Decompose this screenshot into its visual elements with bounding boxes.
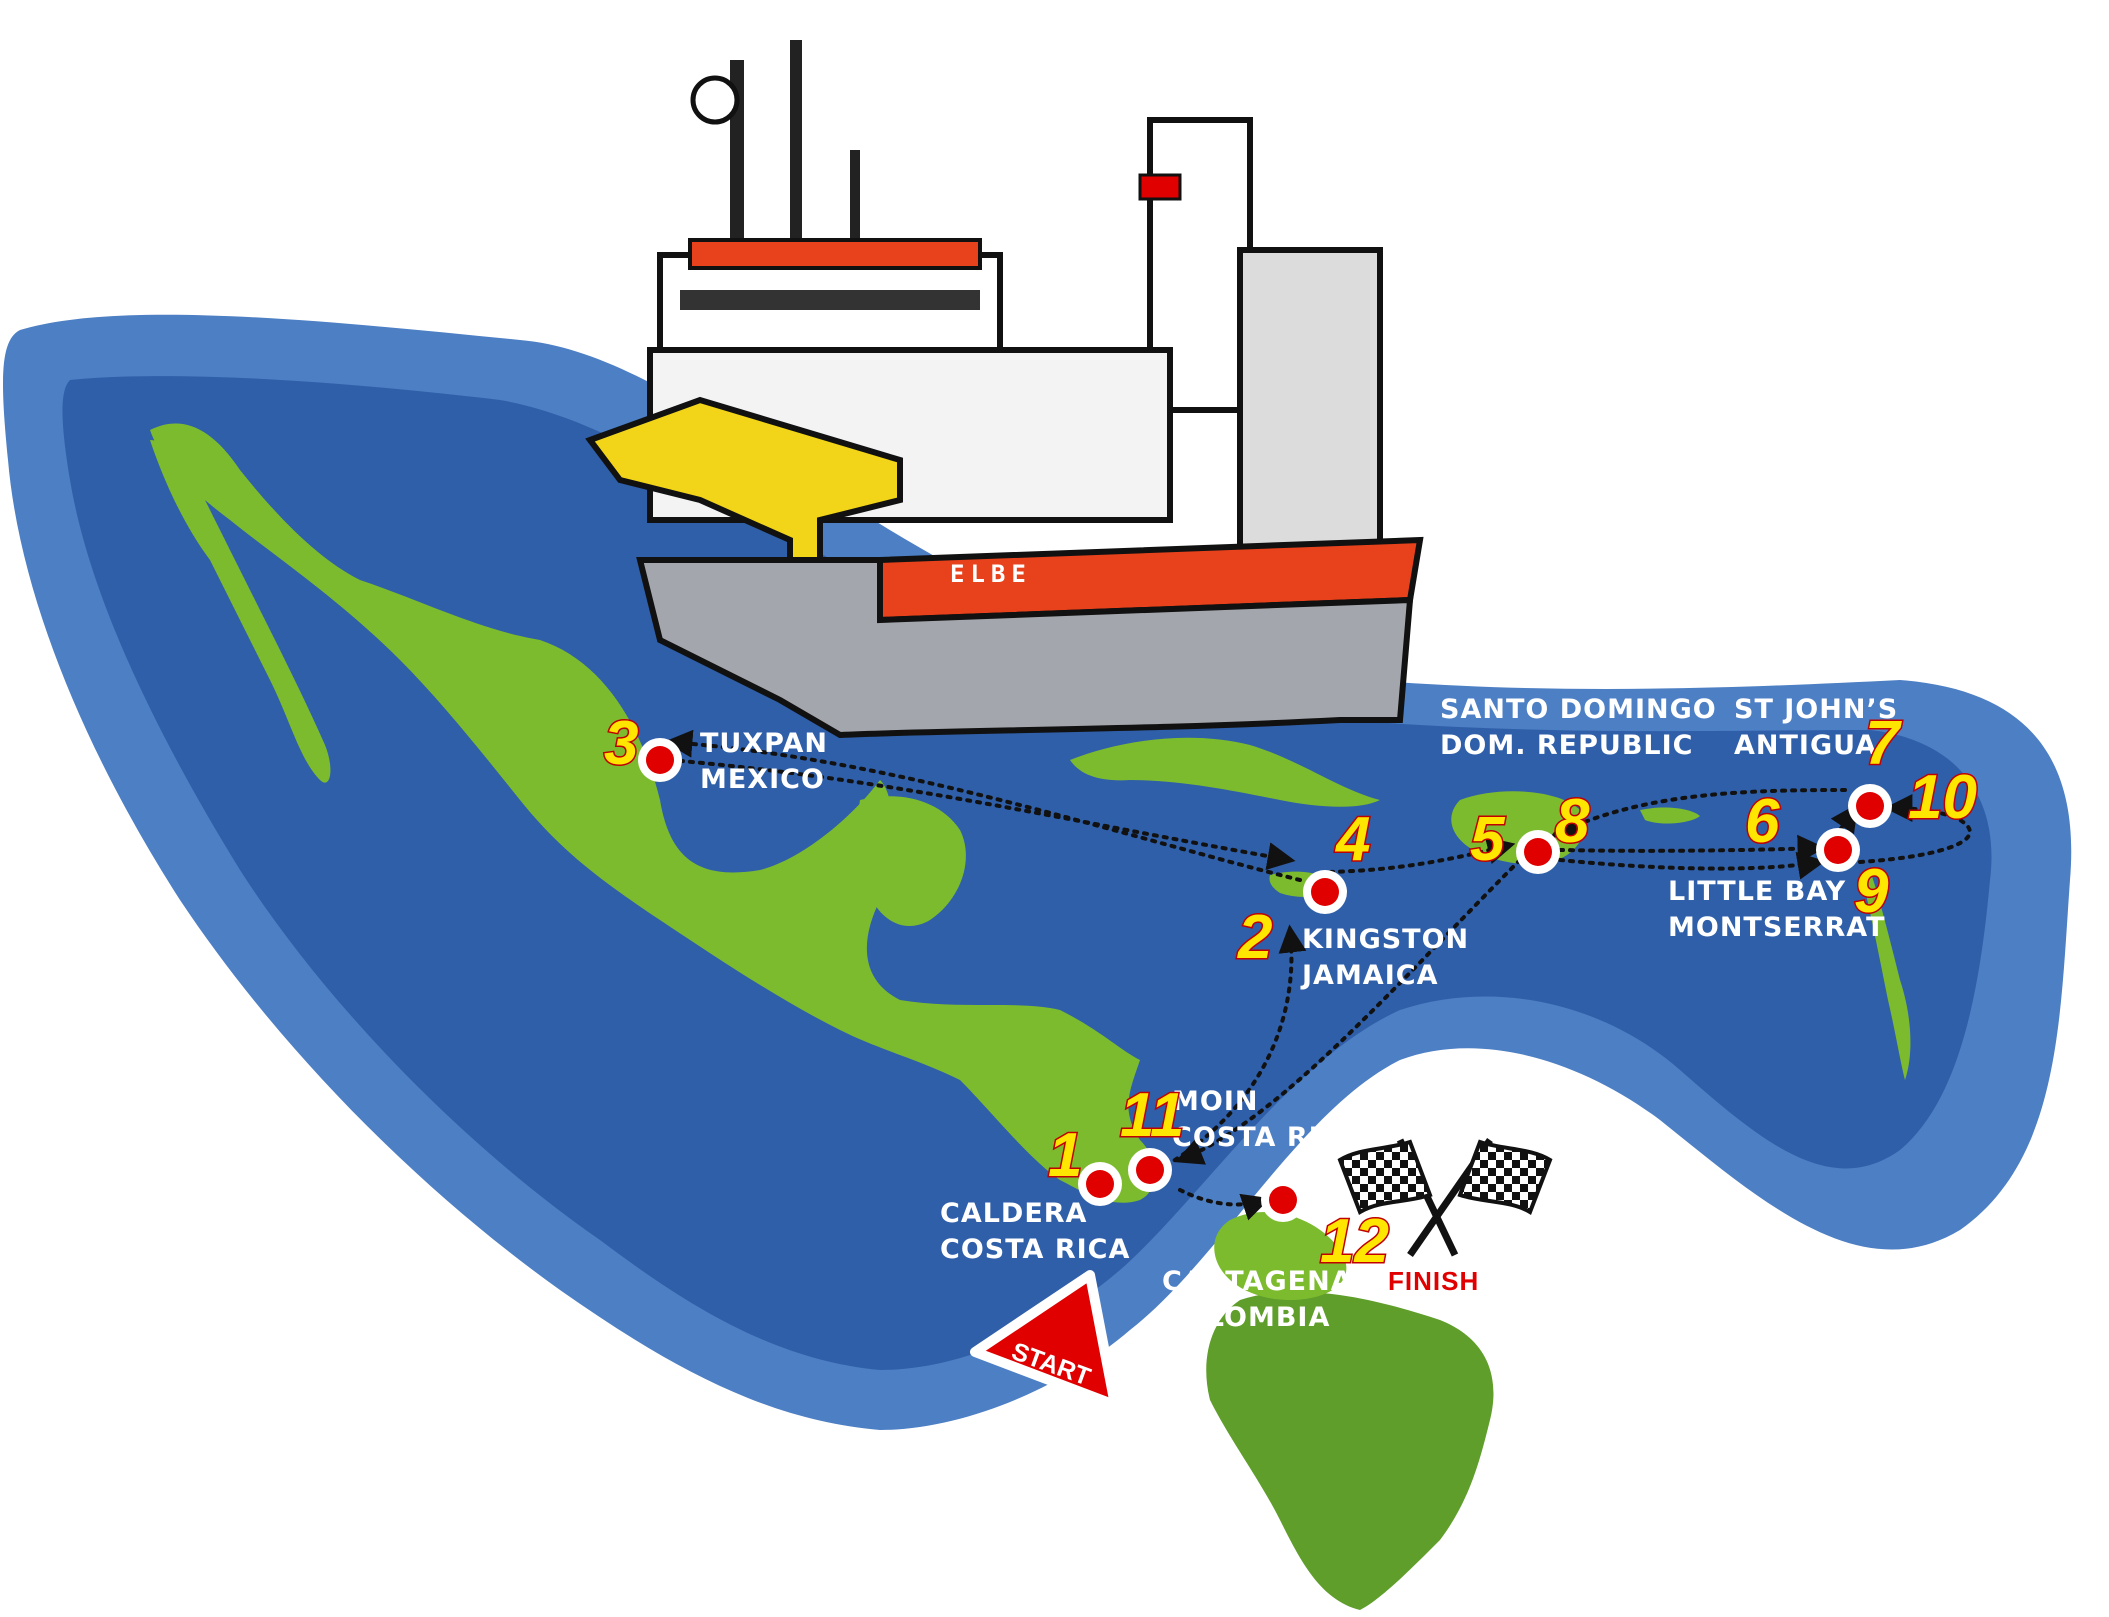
land-yucatan bbox=[858, 796, 966, 926]
ship-mast-right bbox=[790, 40, 802, 280]
stop-number: 2 bbox=[1237, 903, 1272, 972]
stop-number: 4 bbox=[1334, 805, 1370, 874]
stop-number: 6 bbox=[1745, 787, 1780, 856]
land-mexico-central-america bbox=[150, 423, 1155, 1203]
port-label-line1: TUXPAN bbox=[700, 728, 828, 759]
port-marker-icon bbox=[638, 738, 682, 782]
stop-number: 5 bbox=[1470, 805, 1506, 874]
land-puerto-rico bbox=[1640, 807, 1700, 824]
land-baja-california bbox=[150, 440, 331, 783]
port-marker-icon bbox=[1261, 1178, 1305, 1222]
ship-name: ELBE bbox=[950, 560, 1032, 588]
port-label-line2: COLOMBIA bbox=[1162, 1302, 1330, 1333]
port-label-line2: MEXICO bbox=[700, 764, 825, 795]
ship-illustration: ELBE bbox=[585, 40, 1424, 739]
stop-number: 7 bbox=[1865, 709, 1902, 778]
ocean bbox=[3, 314, 2072, 1430]
stop-number: 9 bbox=[1854, 857, 1889, 926]
route-7-8 bbox=[1550, 788, 1847, 838]
stop-number: 11 bbox=[1120, 1081, 1184, 1150]
stop-number: 8 bbox=[1555, 787, 1590, 856]
route-10-11 bbox=[1174, 858, 1522, 1165]
ship-hull-grey bbox=[636, 557, 1414, 739]
route-8-9 bbox=[1558, 851, 1826, 880]
port-markers bbox=[638, 738, 1892, 1222]
port-label-line1: CARTAGENA bbox=[1162, 1266, 1353, 1297]
port-label-line2: COSTA RICA bbox=[1172, 1122, 1362, 1153]
port-label-line2: DOM. REPUBLIC bbox=[1440, 730, 1693, 761]
port-label-line1: LITTLE BAY bbox=[1668, 876, 1846, 907]
ship-bridge-roof bbox=[688, 238, 982, 270]
stop-number: 1 bbox=[1048, 1121, 1082, 1190]
route-4-5 bbox=[1328, 836, 1516, 874]
route-5-6 bbox=[1558, 834, 1826, 863]
port-label-line2: MONTSERRAT bbox=[1668, 912, 1886, 943]
ship-radar-dome bbox=[690, 75, 740, 125]
port-marker-icon bbox=[1816, 828, 1860, 872]
landmasses bbox=[150, 423, 1911, 1610]
port-label-line1: ST JOHN’S bbox=[1734, 694, 1898, 725]
route-11-12 bbox=[1178, 1188, 1271, 1221]
route-2-3 bbox=[664, 729, 1302, 882]
stop-number: 3 bbox=[604, 709, 638, 778]
stop-numbers: 1 2 4 3 5 8 6 9 7 10 11 12 bbox=[603, 708, 1979, 1278]
land-south-america bbox=[1206, 1291, 1494, 1610]
route-3-4 bbox=[668, 758, 1296, 870]
land-cuba bbox=[1070, 737, 1380, 807]
port-label-line1: SANTO DOMINGO bbox=[1440, 694, 1717, 725]
port-label-line2: COSTA RICA bbox=[940, 1234, 1130, 1265]
routes bbox=[664, 729, 1972, 1221]
port-label-line1: CALDERA bbox=[940, 1198, 1087, 1229]
port-marker-icon bbox=[1128, 1148, 1172, 1192]
land-lesser-antilles bbox=[1865, 870, 1911, 1080]
port-marker-icon bbox=[1078, 1162, 1122, 1206]
port-marker-icon bbox=[1848, 784, 1892, 828]
port-label-line2: JAMAICA bbox=[1300, 960, 1438, 991]
port-label-line2: ANTIGUA bbox=[1734, 730, 1877, 761]
ocean-inner bbox=[62, 376, 1992, 1370]
port-label-line1: MOIN bbox=[1172, 1086, 1258, 1117]
stop-number: 10 bbox=[1908, 763, 1977, 832]
checkered-flags-icon: FINISH bbox=[1337, 1138, 1553, 1296]
route-9-10 bbox=[1858, 794, 1972, 864]
port-label-line1: KINGSTON bbox=[1302, 924, 1469, 955]
stop-number: 12 bbox=[1320, 1207, 1389, 1276]
port-marker-icon bbox=[1303, 870, 1347, 914]
land-colombia-top bbox=[1214, 1211, 1347, 1300]
finish-label: FINISH bbox=[1388, 1266, 1479, 1296]
port-marker-icon bbox=[1516, 830, 1560, 874]
port-labels: CALDERA COSTA RICA KINGSTON JAMAICA TUXP… bbox=[700, 694, 1898, 1333]
ship-window-band bbox=[680, 290, 980, 310]
ship-antenna-post bbox=[850, 150, 860, 280]
ship-tower-flag bbox=[1138, 173, 1182, 201]
ship-crane-machinery bbox=[1237, 247, 1383, 553]
